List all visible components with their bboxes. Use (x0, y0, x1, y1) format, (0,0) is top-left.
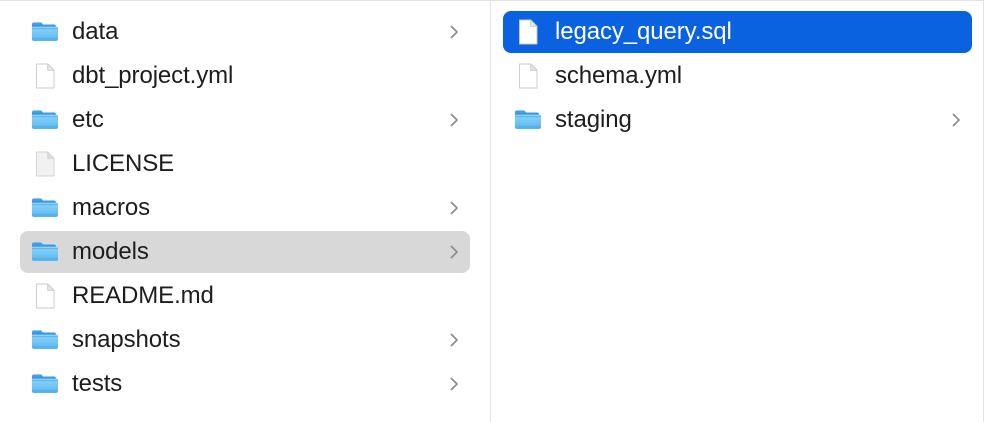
folder-icon (30, 193, 60, 223)
item-label: LICENSE (72, 150, 175, 177)
document-icon (513, 61, 543, 91)
item-label: etc (72, 106, 104, 133)
disclosure-chevron-icon[interactable] (448, 242, 460, 262)
item-label: dbt_project.yml (72, 62, 234, 89)
folder-icon (30, 237, 60, 267)
file-row[interactable]: README.md (20, 275, 470, 317)
folder-icon (30, 325, 60, 355)
folder-row[interactable]: data (20, 11, 470, 53)
folder-row[interactable]: macros (20, 187, 470, 229)
disclosure-chevron-icon[interactable] (950, 110, 962, 130)
item-label: staging (555, 106, 632, 133)
file-row[interactable]: dbt_project.yml (20, 55, 470, 97)
item-label: snapshots (72, 326, 181, 353)
disclosure-chevron-icon[interactable] (448, 110, 460, 130)
folder-icon (30, 369, 60, 399)
folder-icon (513, 105, 543, 135)
item-label: tests (72, 370, 123, 397)
item-label: schema.yml (555, 62, 683, 89)
item-label: macros (72, 194, 151, 221)
folder-row[interactable]: etc (20, 99, 470, 141)
folder-row[interactable]: tests (20, 363, 470, 405)
folder-icon (30, 105, 60, 135)
folder-icon (30, 17, 60, 47)
item-label: README.md (72, 282, 214, 309)
folder-row[interactable]: models (20, 231, 470, 273)
folder-row[interactable]: staging (503, 99, 972, 141)
document-icon (30, 281, 60, 311)
item-label: data (72, 18, 119, 45)
disclosure-chevron-icon[interactable] (448, 374, 460, 394)
generic-document-icon (30, 149, 60, 179)
file-row[interactable]: schema.yml (503, 55, 972, 97)
disclosure-chevron-icon[interactable] (448, 22, 460, 42)
file-row[interactable]: LICENSE (20, 143, 470, 185)
file-column-child[interactable]: legacy_query.sql schema.yml staging (491, 1, 983, 422)
folder-row[interactable]: snapshots (20, 319, 470, 361)
item-label: models (72, 238, 149, 265)
disclosure-chevron-icon[interactable] (448, 330, 460, 350)
document-icon (30, 61, 60, 91)
file-row[interactable]: legacy_query.sql (503, 11, 972, 53)
document-icon (513, 17, 543, 47)
disclosure-chevron-icon[interactable] (448, 198, 460, 218)
item-label: legacy_query.sql (555, 18, 732, 45)
